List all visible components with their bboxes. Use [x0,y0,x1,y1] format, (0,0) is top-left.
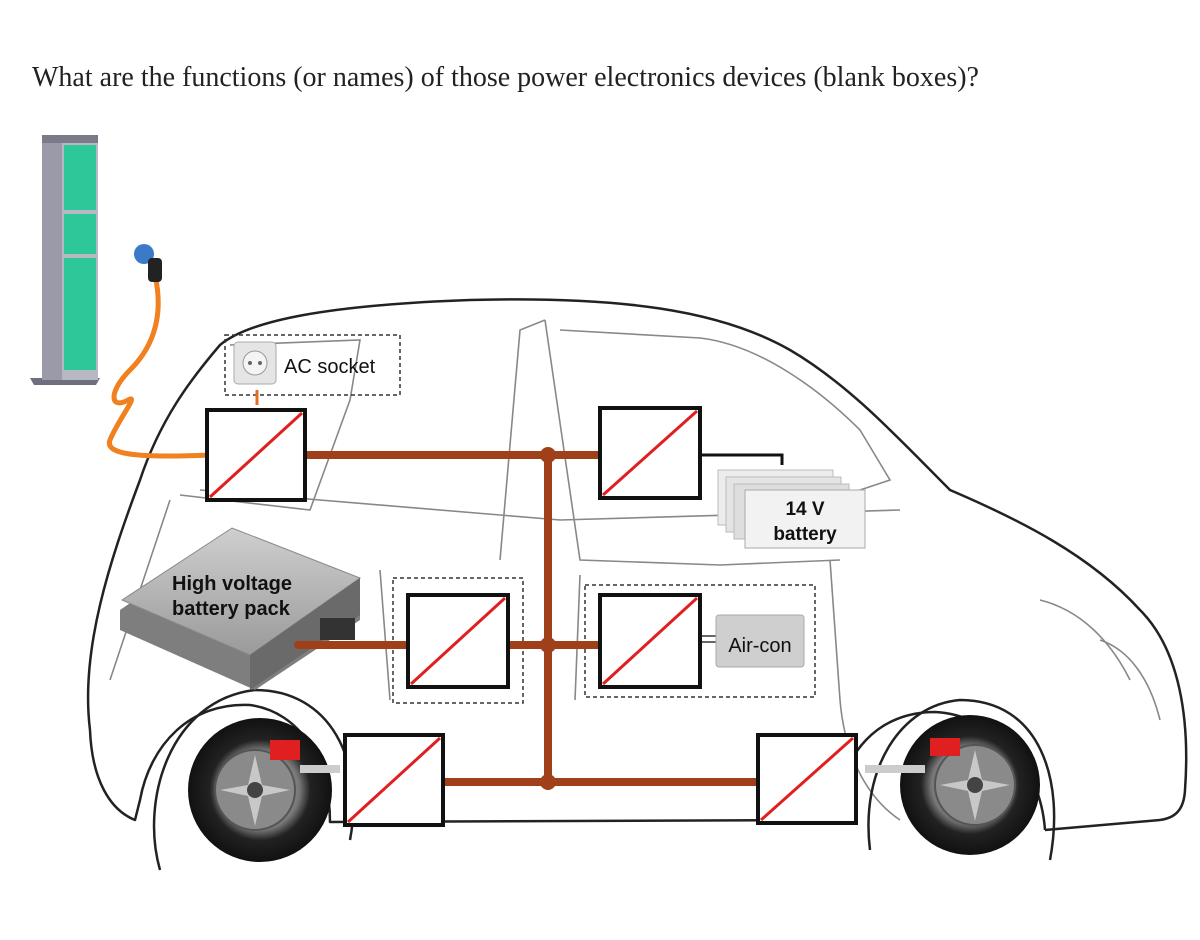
plug-handle [148,258,162,282]
battery-14v-label-line1: 14 V [785,499,824,520]
hv-battery-label-line2: battery pack [172,598,291,620]
converter-box-battery [406,593,510,689]
converter-box-dcdc-14v [598,406,702,500]
wheel-rear [188,718,340,862]
bus-nodes [540,447,556,790]
hv-battery-label-line1: High voltage [172,573,292,595]
aircon-label: Air-con [728,635,791,657]
wheel-front [865,715,1040,855]
charger-panel-mid [64,214,96,254]
question-text: What are the functions (or names) of tho… [32,62,979,93]
charging-station [30,135,100,385]
battery-14v-wire [700,453,784,465]
battery-14v-label-line2: battery [773,524,837,545]
battery-14v: 14 V battery [717,469,866,549]
dashed-group-left [392,577,524,704]
dashed-group-right [584,584,816,698]
hv-battery-pack: High voltage battery pack [120,527,362,690]
converter-box-front-motor [756,733,858,825]
charger-panel-top [64,145,96,210]
converter-box-rear-motor [343,733,445,827]
aircon-unit: Air-con [700,614,805,668]
ac-socket-label: AC socket [284,356,376,378]
converter-box-aircon [598,593,702,689]
ac-socket-group: AC socket [224,334,401,405]
converter-box-charger [205,408,307,502]
charging-cable [106,244,213,459]
plug-head-icon [134,244,154,264]
charger-panel-bottom [64,258,96,370]
